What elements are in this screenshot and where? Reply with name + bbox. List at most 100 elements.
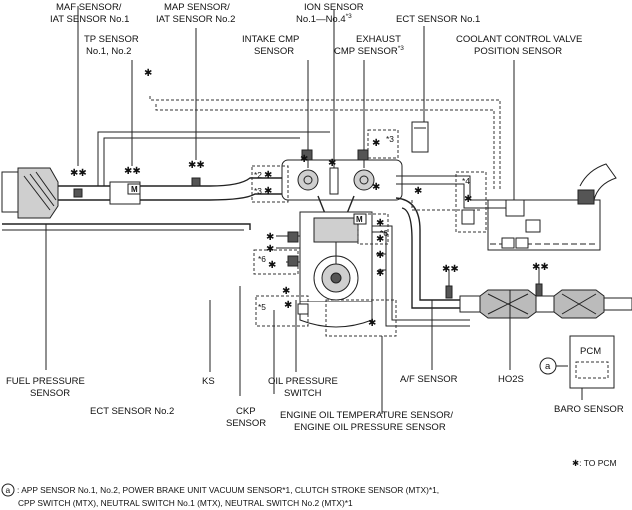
ccv-actuator: [525, 219, 541, 233]
group-eot: [325, 299, 397, 337]
ckp-sensor-body: [287, 255, 299, 267]
exhaust-cmp-label-1: EXHAUST: [356, 34, 401, 45]
asterisk-icon: ✱: [376, 218, 384, 229]
tp-label-1: TP SENSOR: [84, 34, 139, 45]
fuel-pressure-label-1: FUEL PRESSURE: [6, 376, 85, 387]
asterisk-icon: ✱✱: [70, 168, 87, 179]
asterisk-icon: ✱: [372, 138, 380, 149]
group-ref-4: [455, 171, 487, 233]
map-label-2: IAT SENSOR No.2: [156, 14, 235, 25]
asterisk-icon: ✱: [264, 186, 272, 197]
sensor-bodies: M: [287, 149, 529, 315]
asterisk-icon: ✱✱: [124, 166, 141, 177]
footnote-line-1: : APP SENSOR No.1, No.2, POWER BRAKE UNI…: [17, 485, 439, 495]
coolant-temp-unit: [461, 209, 475, 225]
ref-4: *4: [462, 176, 470, 186]
to-pcm-legend: ✱: TO PCM: [572, 458, 617, 468]
asterisk-icon: ✱: [300, 154, 308, 165]
asterisk-icon: ✱: [464, 194, 472, 205]
thermostat: [411, 121, 429, 153]
coolant-control-valve: [505, 199, 525, 217]
asterisk-icon: ✱: [376, 268, 384, 279]
tailpipe: [603, 297, 632, 311]
asterisk-icon: ✱: [376, 250, 384, 261]
ccv-sensor-2: [515, 237, 529, 249]
maf-label-1: MAF SENSOR/: [56, 2, 122, 13]
exhaust-cmp-label-2: CMP SENSOR*3: [334, 45, 404, 57]
eot-label-1: ENGINE OIL TEMPERATURE SENSOR/: [280, 410, 453, 421]
ho2s-body: [535, 283, 543, 297]
ref-6b: *6: [380, 228, 388, 238]
af-sensor-body: [445, 285, 453, 299]
ccv-label-2: POSITION SENSOR: [474, 46, 562, 57]
asterisk-icon: ✱: [144, 68, 152, 79]
marker-a-circle: [539, 357, 557, 375]
piston: [313, 217, 359, 243]
ccv-label-1: COOLANT CONTROL VALVE: [456, 34, 582, 45]
oil-pressure-label-2: SWITCH: [284, 388, 322, 399]
component-labels: MAF SENSOR/ IAT SENSOR No.1 MAP SENSOR/ …: [6, 2, 624, 433]
asterisk-icon: ✱: [268, 260, 276, 271]
asterisk-icon: ✱: [282, 286, 290, 297]
marker-a-label: a: [545, 361, 551, 372]
engine-head: [281, 10, 403, 217]
ion-label-1: ION SENSOR: [304, 2, 364, 13]
asterisk-icon: ✱✱: [532, 262, 549, 273]
ckp-label-1: CKP: [236, 406, 256, 417]
group-ref-6b: [357, 213, 389, 245]
pcm-label: PCM: [580, 346, 601, 357]
eot-label-2: ENGINE OIL PRESSURE SENSOR: [294, 422, 446, 433]
intake-cmp-sensor: [301, 149, 313, 161]
baro-sensor-label: BARO SENSOR: [554, 404, 624, 415]
baro-sensor-box: [575, 361, 609, 379]
tp-label-2: No.1, No.2: [86, 46, 131, 57]
asterisk-icon: ✱: [414, 186, 422, 197]
ref-3a: *3: [254, 186, 262, 196]
ks-sensor: [287, 231, 299, 243]
ho2s-label: HO2S: [498, 374, 524, 385]
intake-cmp-label-1: INTAKE CMP: [242, 34, 299, 45]
ref-3b: *3: [386, 134, 394, 144]
ect2-label: ECT SENSOR No.2: [90, 406, 174, 417]
footnote-a-marker: [1, 483, 15, 497]
exhaust-cmp-sensor: [357, 149, 369, 161]
ccv-sensor: [501, 237, 515, 249]
intake-cmp-label-2: SENSOR: [254, 46, 294, 57]
ion-label-2: No.1—No.4*3: [296, 13, 352, 25]
ref-2: *2: [254, 170, 262, 180]
intake-system: M: [1, 6, 330, 370]
ref-6a: *6: [258, 254, 266, 264]
to-pcm-markers: ✱✱ ✱✱ ✱✱ ✱ ✱ ✱ ✱ ✱ ✱ ✱ ✱ ✱ ✱ ✱ ✱ ✱ ✱ ✱ ✱…: [70, 68, 549, 329]
map-sensor-body: [191, 177, 201, 187]
radiator-cap: [577, 189, 595, 205]
footnote-a-letter: a: [6, 485, 11, 495]
legend: ✱: TO PCM a : APP SENSOR No.1, No.2, POW…: [1, 458, 617, 508]
asterisk-icon: ✱: [284, 300, 292, 311]
oil-pan: [299, 302, 373, 328]
tp-sensor-body: [127, 183, 141, 195]
maf-label-2: IAT SENSOR No.1: [50, 14, 129, 25]
asterisk-icon: ✱: [264, 170, 272, 181]
ref-5: *5: [258, 302, 266, 312]
oil-pressure-label-1: OIL PRESSURE: [268, 376, 338, 387]
leader-lines: [209, 26, 583, 414]
asterisk-icon: ✱: [266, 244, 274, 255]
oil-pressure-switch-body: [297, 303, 309, 315]
exhaust-pipe-a: [459, 295, 481, 313]
asterisk-icon: ✱✱: [442, 264, 459, 275]
exhaust-pipe-b: [535, 295, 555, 313]
cylinder-head: [281, 159, 403, 201]
asterisk-icon: ✱: [328, 158, 336, 169]
asterisk-icon: ✱✱: [188, 160, 205, 171]
group-ref-3: [367, 129, 399, 159]
air-inlet: [1, 171, 19, 213]
exhaust-camshaft: [353, 169, 375, 191]
fuel-pressure-label-2: SENSOR: [30, 388, 70, 399]
af-sensor-label: A/F SENSOR: [400, 374, 458, 385]
pcm-module: PCM a: [539, 335, 615, 389]
tp-sensor-m-glyph: M: [131, 185, 138, 194]
map-label-1: MAP SENSOR/: [164, 2, 230, 13]
engine-block: [299, 211, 470, 328]
exhaust-system: [395, 197, 632, 370]
